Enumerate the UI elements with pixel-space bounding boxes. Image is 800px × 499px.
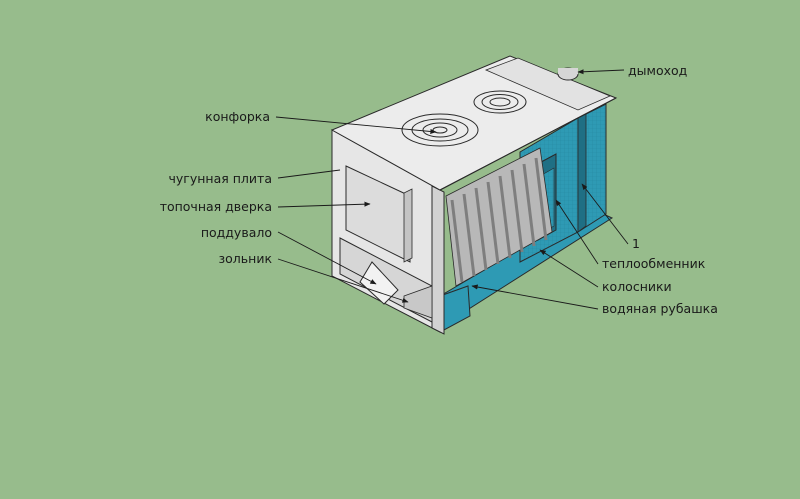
- firebox-door-edge: [403, 188, 413, 263]
- plate-back-panel: [484, 57, 612, 111]
- leader-door: [277, 201, 371, 208]
- label-number-1: 1: [632, 236, 640, 251]
- label-chimney: дымоход: [628, 63, 687, 78]
- label-heat-exchanger: теплообменник: [602, 256, 706, 271]
- leader-blower: [277, 231, 377, 285]
- ash-pan-front: [403, 285, 433, 319]
- leader-water-jacket: [471, 284, 599, 310]
- leader-chimney: [577, 69, 625, 75]
- label-cast-iron-plate: чугунная плита: [169, 171, 272, 186]
- label-water-jacket: водяная рубашка: [602, 301, 718, 316]
- leader-grates: [539, 249, 599, 288]
- firebox-door: [345, 165, 411, 263]
- chimney-pipe: [557, 67, 579, 81]
- leader-ash-pan: [277, 258, 409, 303]
- water-jacket-back-edge: [577, 113, 587, 233]
- label-burner: конфорка: [205, 109, 270, 124]
- leader-heat-exchanger: [555, 199, 599, 265]
- leader-burner: [275, 116, 437, 134]
- grates: [445, 147, 553, 287]
- blower-flap: [359, 261, 399, 305]
- burner-back: [473, 90, 527, 114]
- leader-1: [581, 183, 629, 245]
- label-grates: колосники: [602, 279, 672, 294]
- label-ash-pan: зольник: [219, 251, 273, 266]
- label-blower: поддувало: [201, 225, 272, 240]
- label-firebox-door: топочная дверка: [160, 199, 272, 214]
- stove-side-edge: [431, 185, 445, 335]
- leader-plate: [277, 169, 341, 179]
